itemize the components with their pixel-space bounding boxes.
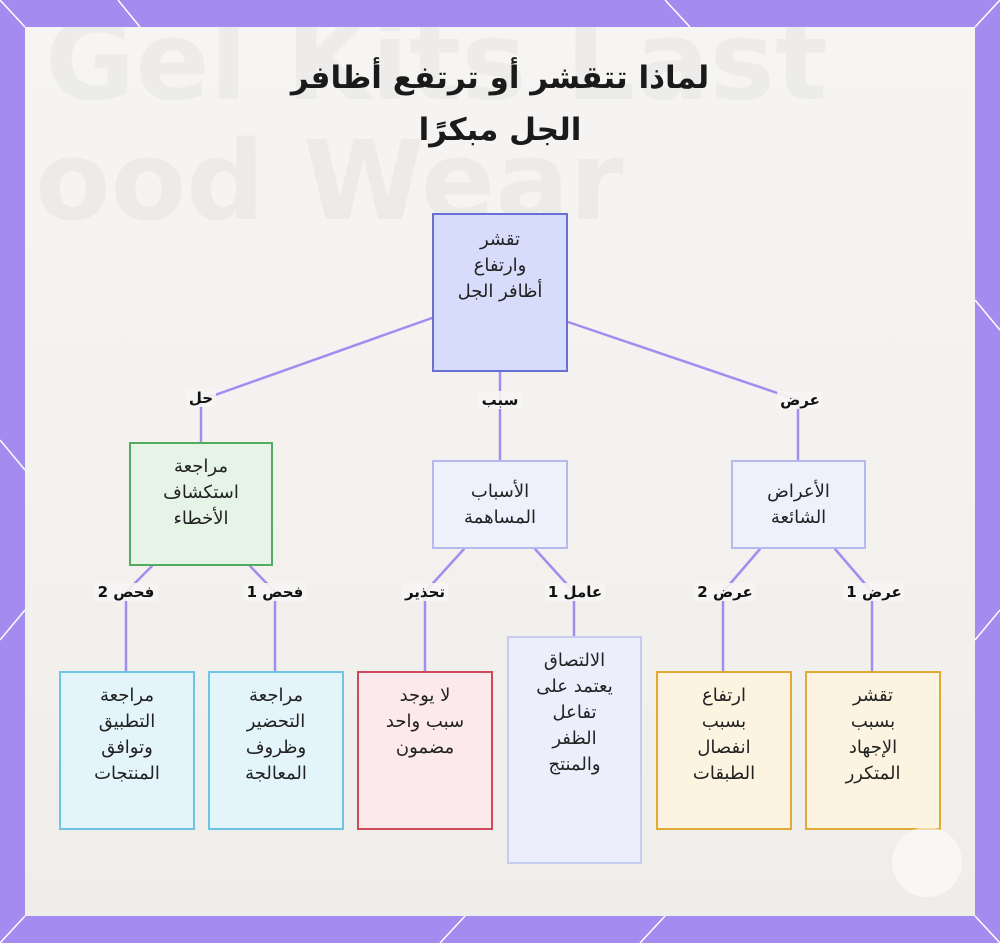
node-symptoms-text: الأعراض الشائعة xyxy=(767,480,830,528)
edge-label-factor-1: عامل 1 xyxy=(544,583,606,601)
title-line-2: الجل مبكرًا xyxy=(418,112,582,148)
node-prep-review: مراجعة التحضير وظروف المعالجة xyxy=(208,671,344,830)
node-lift-layers: ارتفاع بسبب انفصال الطبقات xyxy=(656,671,792,830)
node-root-text: تقشر وارتفاع أظافر الجل xyxy=(457,229,543,302)
edge-label-check-2: فحص 2 xyxy=(94,583,158,601)
node-prep-review-text: مراجعة التحضير وظروف المعالجة xyxy=(245,685,307,784)
edge-root-symptoms xyxy=(566,320,800,402)
edge-label-solution: حل xyxy=(185,389,217,407)
node-causes: الأسباب المساهمة xyxy=(432,460,568,549)
edge-label-check-1: فحص 1 xyxy=(243,583,307,601)
node-application-review-text: مراجعة التطبيق وتوافق المنتجات xyxy=(94,685,160,784)
node-peel-stress: تقشر بسبب الإجهاد المتكرر xyxy=(805,671,941,830)
node-adhesion: الالتصاق يعتمد على تفاعل الظفر والمنتج xyxy=(507,636,642,864)
edge-root-solution xyxy=(199,316,434,402)
node-causes-text: الأسباب المساهمة xyxy=(464,480,536,528)
node-troubleshoot: مراجعة استكشاف الأخطاء xyxy=(129,442,273,566)
node-no-single-cause: لا يوجد سبب واحد مضمون xyxy=(357,671,493,830)
node-lift-layers-text: ارتفاع بسبب انفصال الطبقات xyxy=(692,685,756,784)
edge-label-symptom: عرض xyxy=(777,391,823,409)
node-adhesion-text: الالتصاق يعتمد على تفاعل الظفر والمنتج xyxy=(536,650,613,775)
corner-badge-icon xyxy=(892,827,962,897)
edge-label-cause: سبب xyxy=(478,391,522,409)
node-no-single-cause-text: لا يوجد سبب واحد مضمون xyxy=(385,685,465,758)
node-symptoms: الأعراض الشائعة xyxy=(731,460,866,549)
edge-label-symptom-2: عرض 2 xyxy=(694,583,756,601)
node-peel-stress-text: تقشر بسبب الإجهاد المتكرر xyxy=(845,685,901,784)
title-line-1: لماذا تتقشر أو ترتفع أظافر xyxy=(290,60,710,96)
diagram-title: لماذا تتقشر أو ترتفع أظافر الجل مبكرًا xyxy=(0,52,1000,156)
edge-label-caution: تحذير xyxy=(401,583,449,601)
edge-label-symptom-1: عرض 1 xyxy=(843,583,905,601)
node-root: تقشر وارتفاع أظافر الجل xyxy=(432,213,568,372)
node-application-review: مراجعة التطبيق وتوافق المنتجات xyxy=(59,671,195,830)
node-troubleshoot-text: مراجعة استكشاف الأخطاء xyxy=(163,456,239,529)
